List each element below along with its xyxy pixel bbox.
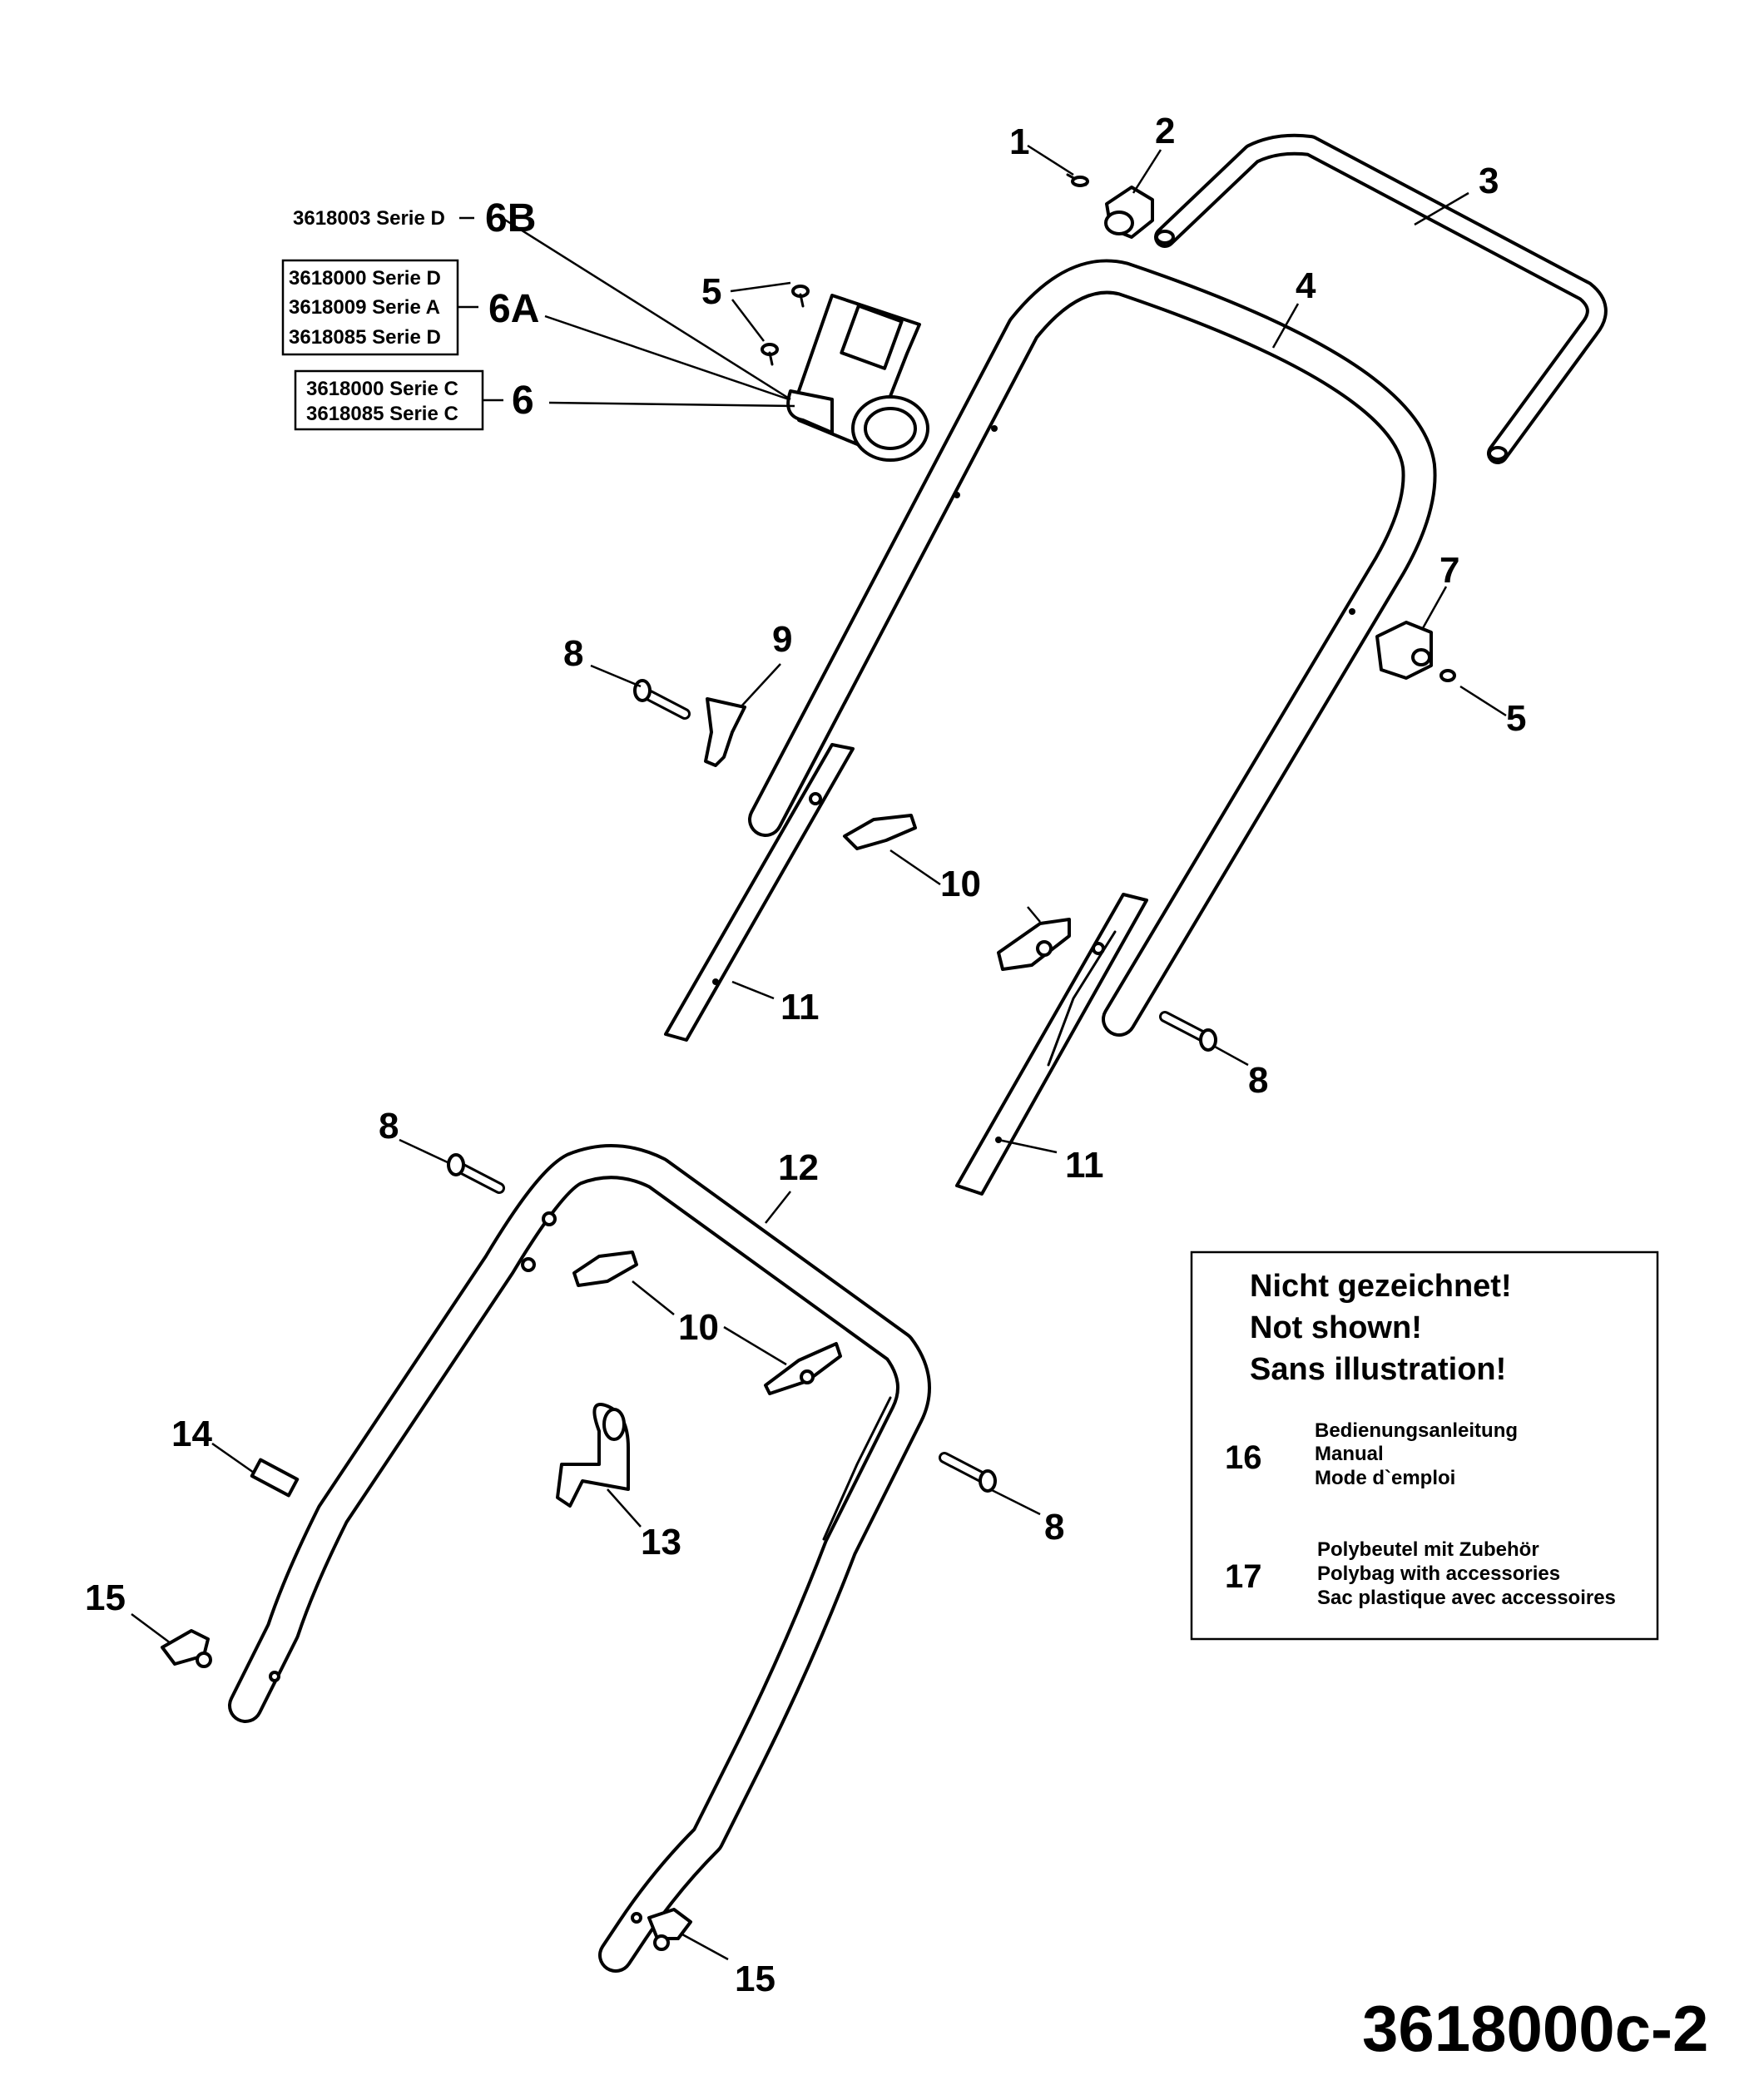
callout-14: 14 xyxy=(171,1414,212,1454)
callout-11-right: 11 xyxy=(1065,1145,1104,1186)
callout-8-lower-left: 8 xyxy=(379,1106,399,1146)
not-shown-item-17-line-2: Polybag with accessories xyxy=(1317,1562,1560,1585)
variant-6a-line-2: 3618009 Serie A xyxy=(289,296,440,319)
variant-6a-line-3: 3618085 Serie D xyxy=(289,326,441,349)
part-15-knob-right xyxy=(647,1908,692,1951)
callout-8-right: 8 xyxy=(1248,1060,1268,1101)
callout-2: 2 xyxy=(1155,111,1175,151)
callout-labels: 1 2 3 4 5 6B 6A 6 7 5 8 9 10 11 8 11 8 1… xyxy=(85,111,1526,1999)
callout-8-lower-right: 8 xyxy=(1044,1507,1064,1548)
not-shown-heading-fr: Sans illustration! xyxy=(1250,1352,1506,1387)
part-8-bolt-right xyxy=(1159,1011,1217,1052)
callout-7: 7 xyxy=(1439,550,1459,591)
part-10-wingnut-4 xyxy=(764,1342,842,1395)
callout-6b: 6B xyxy=(485,196,536,240)
callout-6: 6 xyxy=(512,379,534,423)
not-shown-item-16-number: 16 xyxy=(1225,1439,1262,1476)
variant-6-line-2: 3618085 Serie C xyxy=(306,403,458,425)
part-8-bolt-lower-left xyxy=(447,1153,505,1194)
part-8-bolt-lower-right xyxy=(939,1452,997,1493)
part-14-sleeve xyxy=(250,1458,300,1498)
not-shown-item-17-line-1: Polybeutel mit Zubehör xyxy=(1317,1538,1539,1561)
variant-6-box: 3618000 Serie C 3618085 Serie C xyxy=(294,369,503,431)
callout-10-lower: 10 xyxy=(678,1307,719,1348)
callout-6a: 6A xyxy=(488,287,539,331)
callout-8-upper: 8 xyxy=(563,633,583,674)
part-9-clip xyxy=(704,697,746,767)
part-2-clamp xyxy=(1104,186,1154,239)
not-shown-item-17-number: 17 xyxy=(1225,1558,1262,1595)
callout-12: 12 xyxy=(778,1147,819,1188)
callout-3: 3 xyxy=(1479,161,1499,201)
callout-5-housing: 5 xyxy=(701,271,721,312)
not-shown-item-16-line-3: Mode d`emploi xyxy=(1315,1467,1455,1489)
variant-6a-box: 3618000 Serie D 3618009 Serie A 3618085 … xyxy=(281,259,478,356)
not-shown-item-16-line-1: Bedienungsanleitung xyxy=(1315,1419,1518,1442)
part-1-screw xyxy=(1066,173,1089,187)
part-11-tube-left xyxy=(664,743,855,1042)
variant-6a-line-1: 3618000 Serie D xyxy=(289,267,441,290)
diagram-code: 3618000c-2 xyxy=(1362,1992,1708,2065)
callout-1: 1 xyxy=(1009,121,1029,162)
part-7-block xyxy=(1375,621,1433,680)
part-13-bracket xyxy=(556,1403,630,1508)
callout-13: 13 xyxy=(641,1522,681,1562)
part-12-lower-handle xyxy=(228,1144,931,1973)
not-shown-heading-de: Nicht gezeichnet! xyxy=(1250,1269,1512,1304)
part-4-upper-handle xyxy=(748,259,1437,1037)
part-10-wingnut-2 xyxy=(997,918,1071,971)
leader-lines xyxy=(131,144,1507,1961)
not-shown-box: Nicht gezeichnet! Not shown! Sans illust… xyxy=(1190,1250,1659,1641)
part-6-switch-housing xyxy=(786,294,929,462)
callout-9: 9 xyxy=(772,619,792,660)
callout-11-left: 11 xyxy=(780,987,820,1028)
part-5-screws-housing xyxy=(761,285,810,366)
variant-6b: 3618003 Serie D xyxy=(293,207,474,230)
part-10-wingnut-1 xyxy=(843,814,917,850)
not-shown-heading-en: Not shown! xyxy=(1250,1310,1422,1345)
not-shown-item-17-line-3: Sac plastique avec accessoires xyxy=(1317,1587,1616,1609)
part-11-tube-right xyxy=(955,893,1148,1196)
part-10-wingnut-3 xyxy=(572,1250,638,1287)
variant-6-line-1: 3618000 Serie C xyxy=(306,378,458,400)
callout-4: 4 xyxy=(1296,265,1316,306)
part-8-bolt-upper-left xyxy=(633,679,691,720)
part-15-knob-left xyxy=(161,1629,212,1668)
callout-15-left: 15 xyxy=(85,1577,126,1618)
callout-15-right: 15 xyxy=(735,1959,775,1999)
not-shown-item-16-line-2: Manual xyxy=(1315,1443,1384,1465)
part-3-bail xyxy=(1154,133,1608,464)
callout-10-upper: 10 xyxy=(940,864,981,904)
variant-6b-label: 3618003 Serie D xyxy=(293,207,445,230)
callout-5-right: 5 xyxy=(1506,698,1526,739)
part-5-screw-right xyxy=(1439,669,1456,682)
